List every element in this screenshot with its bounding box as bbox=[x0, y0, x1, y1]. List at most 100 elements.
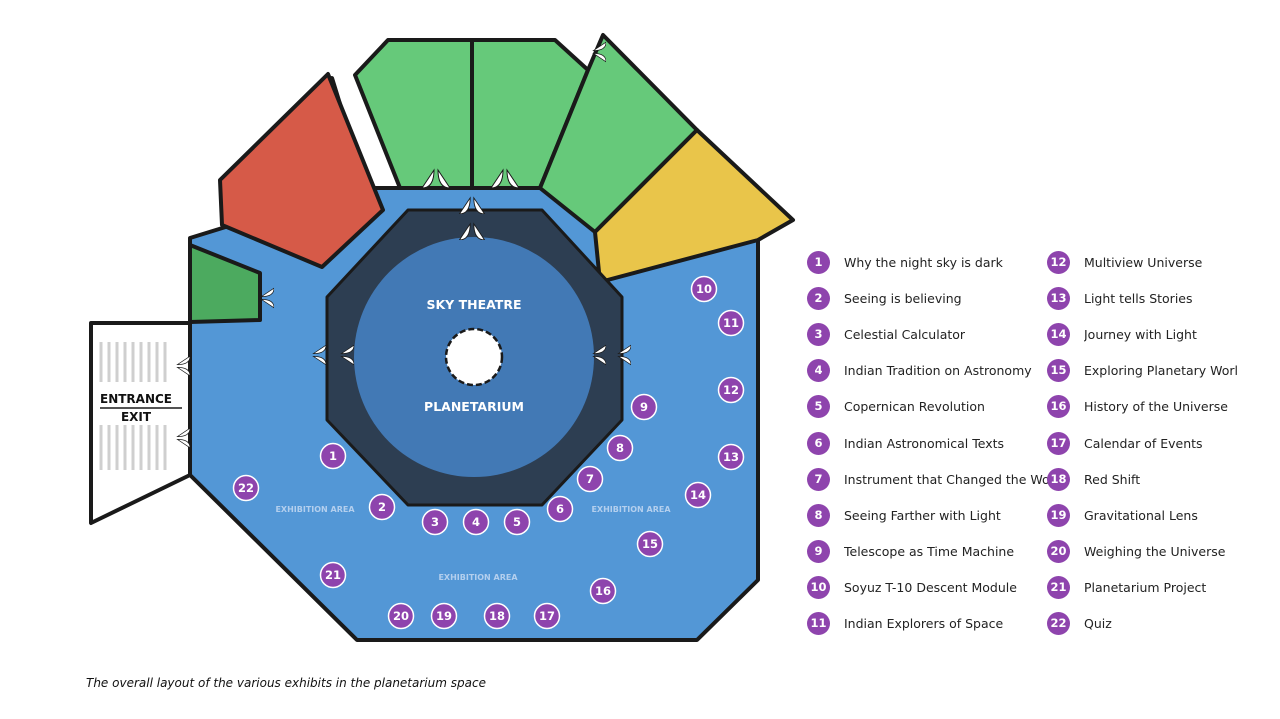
legend-number-badge: 5 bbox=[807, 394, 830, 418]
exhibit-marker[interactable]: 11 bbox=[717, 309, 745, 337]
legend-number-badge: 9 bbox=[807, 539, 830, 563]
door-icon bbox=[260, 286, 274, 310]
sky-theatre-label: SKY THEATRE bbox=[426, 297, 521, 312]
exhibit-marker[interactable]: 12 bbox=[717, 376, 745, 404]
svg-text:1: 1 bbox=[329, 449, 337, 463]
legend-number-badge: 14 bbox=[1047, 322, 1070, 346]
legend-label: Planetarium Project bbox=[1084, 579, 1207, 595]
legend-label: Why the night sky is dark bbox=[844, 254, 1003, 270]
legend-number-badge: 17 bbox=[1047, 431, 1070, 455]
exhibit-marker[interactable]: 8 bbox=[606, 434, 634, 462]
planetarium-label: PLANETARIUM bbox=[424, 399, 524, 414]
legend-label: Journey with Light bbox=[1084, 326, 1197, 342]
legend-label: Seeing Farther with Light bbox=[844, 507, 1001, 523]
legend-item[interactable]: 5 Copernican Revolution bbox=[807, 394, 985, 418]
legend-label: Indian Astronomical Texts bbox=[844, 435, 1005, 451]
legend-number-badge: 18 bbox=[1047, 467, 1070, 491]
legend-number-badge: 11 bbox=[807, 611, 830, 635]
central-projector bbox=[444, 327, 504, 387]
door-icon bbox=[592, 344, 606, 366]
legend-number-badge: 4 bbox=[807, 358, 830, 382]
legend-label: Soyuz T-10 Descent Module bbox=[844, 579, 1017, 595]
svg-text:7: 7 bbox=[586, 472, 594, 486]
svg-text:13: 13 bbox=[723, 450, 739, 464]
svg-text:17: 17 bbox=[539, 609, 555, 623]
exhibit-marker[interactable]: 15 bbox=[636, 530, 664, 558]
exhibit-marker[interactable]: 4 bbox=[462, 508, 490, 536]
exhibit-marker[interactable]: 9 bbox=[630, 393, 658, 421]
legend-label: Calendar of Events bbox=[1084, 435, 1203, 451]
exhibit-marker[interactable]: 6 bbox=[546, 495, 574, 523]
svg-text:11: 11 bbox=[723, 316, 739, 330]
exhibit-hall-red bbox=[218, 72, 385, 269]
legend-number-badge: 2 bbox=[807, 286, 830, 310]
exhibit-marker[interactable]: 19 bbox=[430, 602, 458, 630]
legend-item[interactable]: 11 Indian Explorers of Space bbox=[807, 611, 1003, 635]
svg-text:5: 5 bbox=[513, 515, 521, 529]
svg-text:18: 18 bbox=[489, 609, 505, 623]
exhibit-marker[interactable]: 17 bbox=[533, 602, 561, 630]
door-icon bbox=[592, 41, 606, 63]
door-icon bbox=[176, 426, 190, 450]
exhibit-hall-green-1 bbox=[353, 38, 474, 190]
exhibit-marker[interactable]: 3 bbox=[421, 508, 449, 536]
exhibit-marker[interactable]: 20 bbox=[387, 602, 415, 630]
legend-item[interactable]: 17 Calendar of Events bbox=[1047, 431, 1203, 455]
legend-number-badge: 21 bbox=[1047, 575, 1070, 599]
legend-number-badge: 10 bbox=[807, 575, 830, 599]
legend-label: Quiz bbox=[1084, 615, 1112, 631]
legend-label: Exploring Planetary Worl bbox=[1084, 362, 1239, 378]
legend-item[interactable]: 4 Indian Tradition on Astronomy bbox=[807, 358, 1032, 382]
legend-item[interactable]: 15 Exploring Planetary Worl bbox=[1047, 358, 1238, 382]
entrance-stripes bbox=[99, 342, 167, 382]
legend-number-badge: 15 bbox=[1047, 358, 1070, 382]
legend-label: Celestial Calculator bbox=[844, 326, 966, 342]
legend-number-badge: 7 bbox=[807, 467, 830, 491]
svg-text:21: 21 bbox=[325, 568, 341, 582]
exhibit-marker[interactable]: 14 bbox=[684, 481, 712, 509]
legend-label: Indian Tradition on Astronomy bbox=[844, 362, 1032, 378]
exhibit-marker[interactable]: 16 bbox=[589, 577, 617, 605]
svg-text:6: 6 bbox=[556, 502, 564, 516]
legend-number-badge: 20 bbox=[1047, 539, 1070, 563]
svg-text:9: 9 bbox=[640, 400, 648, 414]
legend-item[interactable]: 21 Planetarium Project bbox=[1047, 575, 1206, 599]
legend-number-badge: 16 bbox=[1047, 394, 1070, 418]
legend-number-badge: 12 bbox=[1047, 250, 1070, 274]
exhibit-marker[interactable]: 13 bbox=[717, 443, 745, 471]
exhibit-marker[interactable]: 5 bbox=[503, 508, 531, 536]
figure-caption: The overall layout of the various exhibi… bbox=[86, 676, 486, 690]
legend-item[interactable]: 10 Soyuz T-10 Descent Module bbox=[807, 575, 1017, 599]
legend-number-badge: 13 bbox=[1047, 286, 1070, 310]
legend-item[interactable]: 14 Journey with Light bbox=[1047, 322, 1197, 346]
exhibit-marker[interactable]: 10 bbox=[690, 275, 718, 303]
exhibit-marker[interactable]: 21 bbox=[319, 561, 347, 589]
legend-label: Copernican Revolution bbox=[844, 398, 985, 414]
svg-text:22: 22 bbox=[238, 481, 254, 495]
door-icon bbox=[340, 344, 354, 366]
svg-text:20: 20 bbox=[393, 609, 409, 623]
exhibition-area-label-left: EXHIBITION AREA bbox=[275, 505, 355, 514]
exhibit-marker[interactable]: 22 bbox=[232, 474, 260, 502]
exhibit-marker[interactable]: 18 bbox=[483, 602, 511, 630]
legend-label: Indian Explorers of Space bbox=[844, 615, 1004, 631]
exhibit-marker[interactable]: 2 bbox=[368, 493, 396, 521]
floor-plan: ENTRANCE EXIT SKY THEATRE PLANETARIUM EX… bbox=[89, 33, 795, 642]
exhibit-marker[interactable]: 1 bbox=[319, 442, 347, 470]
exhibit-room-dark-green bbox=[188, 243, 262, 324]
exhibit-marker[interactable]: 7 bbox=[576, 465, 604, 493]
